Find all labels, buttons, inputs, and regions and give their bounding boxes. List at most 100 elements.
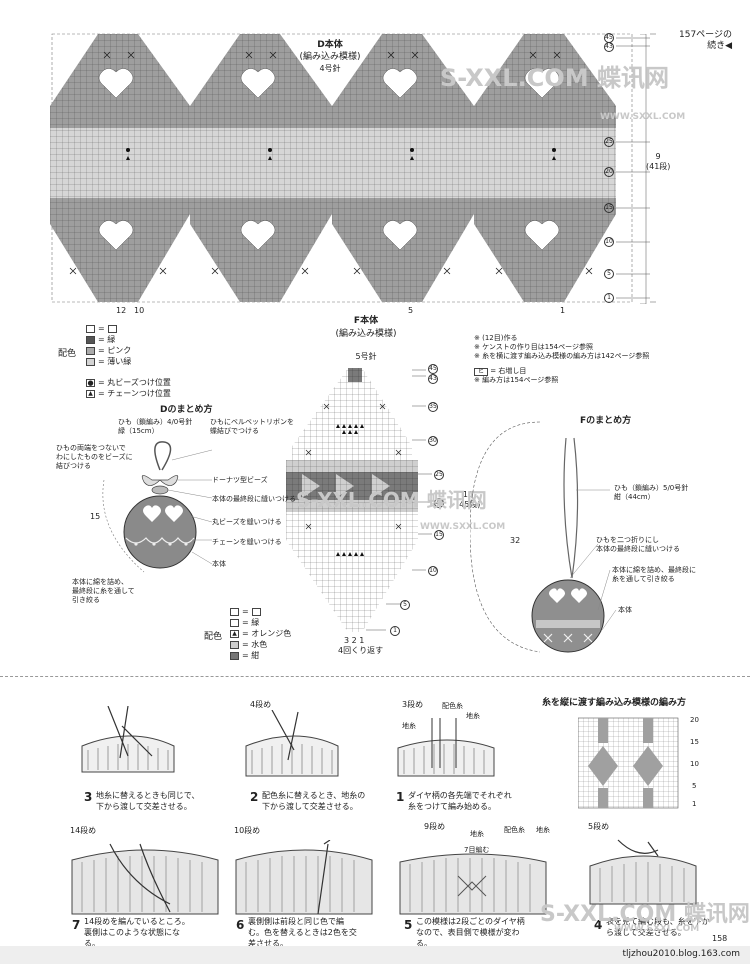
legend-d-chain-position: ▲= チェーンつけ位置	[86, 388, 171, 399]
d-cord-spec: ひも（鎖編み）4/0号針 緑（15cm）	[118, 418, 193, 435]
d-stitch-1: 1	[560, 306, 566, 315]
d-chart-subtitle: (編み込み模様)	[299, 52, 361, 62]
d-bottom-diamonds	[50, 198, 616, 302]
legend-f-row-orange: ▲= オレンジ色	[230, 628, 291, 639]
f-height: 32	[510, 536, 521, 545]
d-row-10: 10	[604, 237, 614, 247]
d-row-20: 20	[604, 167, 614, 177]
step-3-number: 3	[84, 790, 93, 804]
d-middle-band	[50, 128, 616, 198]
step-1-tag-ground-2: 地糸	[402, 722, 416, 730]
step-5-caption: この模様は2段ごとのダイヤ柄なので、表目側で模様が変わる。	[416, 917, 525, 948]
f-row-25: 25	[434, 470, 444, 480]
f-height-note: 10 (45段)	[456, 490, 481, 509]
watermark-logo-2: S-XXL.COM 蝶讯网	[296, 488, 487, 512]
step-5-number: 5	[404, 918, 413, 932]
step-4-illustration	[589, 839, 697, 905]
step-6-number: 6	[236, 918, 245, 932]
d-chart-title: D本体	[317, 40, 343, 50]
technique-mini-chart	[578, 717, 679, 809]
mini-row-1: 1	[692, 800, 697, 808]
step-4-number: 4	[594, 918, 603, 932]
d-row-5: 5	[604, 269, 614, 279]
f-legend-label: 配色	[204, 632, 223, 642]
f-row-20: 20	[434, 498, 444, 508]
watermark-url-2: WWW.SXXL.COM	[420, 522, 506, 532]
f-color-legend: 配色 = = 緑 ▲= オレンジ色 = 水色 = 紺	[204, 606, 324, 666]
watermark-logo-3: S-XXL.COM 蝶讯网	[540, 902, 750, 927]
d-chart-region	[50, 28, 690, 310]
step-5-illustration	[399, 853, 547, 915]
f-row-10: 10	[428, 566, 438, 576]
legend-f-row-lightblue: = 水色	[230, 639, 291, 650]
watermark-url-3: WWW.SXXL.COM	[614, 924, 700, 934]
d-label-donut-bead: ドーナツ型ビーズ	[212, 476, 268, 484]
d-label-ribbon: ひもにベルベットリボンを 蝶結びでつける	[210, 418, 294, 435]
f-row-5: 5	[400, 600, 410, 610]
f-fill-note: 本体に綿を詰め、最終段に 糸を通して引き絞る	[612, 566, 696, 583]
step-4-row: 5段め	[588, 822, 610, 831]
mini-row-15: 15	[690, 738, 699, 746]
d-notes: ※ (12目)作る ※ ケンストの作り目は154ページ参照 ※ 糸を横に渡す編み…	[474, 334, 694, 385]
legend-d-row-blank: =	[86, 323, 131, 334]
d-stitch-5: 5	[408, 306, 414, 315]
f-row-45: 45	[428, 364, 438, 374]
f-chart-title: F本体	[353, 316, 379, 326]
d-bead-markers	[126, 148, 556, 160]
increase-symbol-note: ヒ = 右増し目	[474, 367, 694, 376]
d-hearts	[98, 68, 560, 251]
step-1-caption: ダイヤ柄の各先端でそれぞれ糸をつけて編み始める。	[408, 791, 512, 811]
f-row-1: 1	[390, 626, 400, 636]
legend-f-row-blank: =	[230, 606, 291, 617]
d-cross-marks	[69, 51, 593, 275]
d-height-bracket	[640, 34, 647, 304]
step-2-illustration	[245, 710, 339, 777]
step-7-row: 14段め	[70, 826, 97, 835]
step-2-number: 2	[250, 790, 259, 804]
legend-d-row-light-green: = 薄い緑	[86, 356, 131, 367]
technique-section-title: 糸を縦に渡す編み込み模様の編み方	[542, 698, 687, 708]
step-5-row: 9段め	[424, 822, 446, 831]
step-7-number: 7	[72, 918, 81, 932]
d-legend-label: 配色	[58, 349, 77, 359]
d-knitting-chart	[50, 33, 656, 303]
page-number: 158	[712, 934, 728, 943]
d-label-chain: チェーンを縫いつける	[212, 538, 282, 546]
section-divider	[0, 676, 750, 677]
f-repeat-note: 4回くり返す	[338, 646, 384, 655]
f-fold-note: ひもを二つ折りにし 本体の最終段に縫いつける	[596, 536, 680, 553]
f-chart-needle: 5号針	[355, 352, 377, 361]
step-1-row: 3段め	[402, 700, 424, 709]
watermark-url: WWW.SXXL.COM	[600, 112, 686, 122]
step-7-caption: 14段めを編んでいるところ。裏側はこのような状態になる。	[84, 917, 190, 948]
step-6-caption: 裏側側は前段と同じ色で編む。色を替えるときは2色を交差させる。	[248, 917, 357, 948]
step-2-row: 4段め	[250, 700, 272, 709]
legend-d-row-green: = 緑	[86, 334, 131, 345]
step-4-caption: 表を見て編む段も、糸を下から渡して交差させる。	[606, 917, 710, 937]
d-height-note: 9 (41段)	[646, 152, 671, 171]
step-1-illustration	[397, 718, 495, 777]
f-stitch-numbers: 3 2 1	[344, 636, 365, 645]
f-row-15: 15	[434, 530, 444, 540]
d-label-sew-last-row: 本体の最終段に縫いつける	[212, 495, 296, 503]
continued-from-note: 157ページの 続き◀	[679, 30, 732, 51]
step-6-row: 10段め	[234, 826, 261, 835]
footer-bar: tljzhou2010.blog.163.com	[0, 946, 750, 964]
d-row-25: 25	[604, 137, 614, 147]
step-5-tag-ground-2: 地糸	[536, 826, 550, 834]
f-cord-spec: ひも（鎖編み）5/0号針 紺（44cm）	[614, 484, 689, 501]
d-row-1: 1	[604, 293, 614, 303]
d-stitch-10: 10	[134, 306, 145, 315]
f-body-label: 本体	[618, 606, 632, 614]
f-chart-subtitle: (編み込み模様)	[335, 329, 397, 339]
legend-d-bead-position: ●= 丸ビーズつけ位置	[86, 377, 171, 387]
d-row-15: 15	[604, 203, 614, 213]
d-assembly-title: Dのまとめ方	[160, 405, 213, 415]
f-assembly-title: Fのまとめ方	[580, 416, 632, 426]
step-1-tag-ground: 地糸	[466, 712, 480, 720]
f-assembly-frame	[470, 421, 617, 653]
d-bottom-note: 本体に綿を詰め、 最終段に糸を通して 引き絞る	[72, 578, 135, 604]
legend-f-row-green: = 緑	[230, 617, 291, 628]
step-1-tag-color: 配色糸	[442, 702, 463, 710]
step-7-illustration	[71, 843, 219, 915]
